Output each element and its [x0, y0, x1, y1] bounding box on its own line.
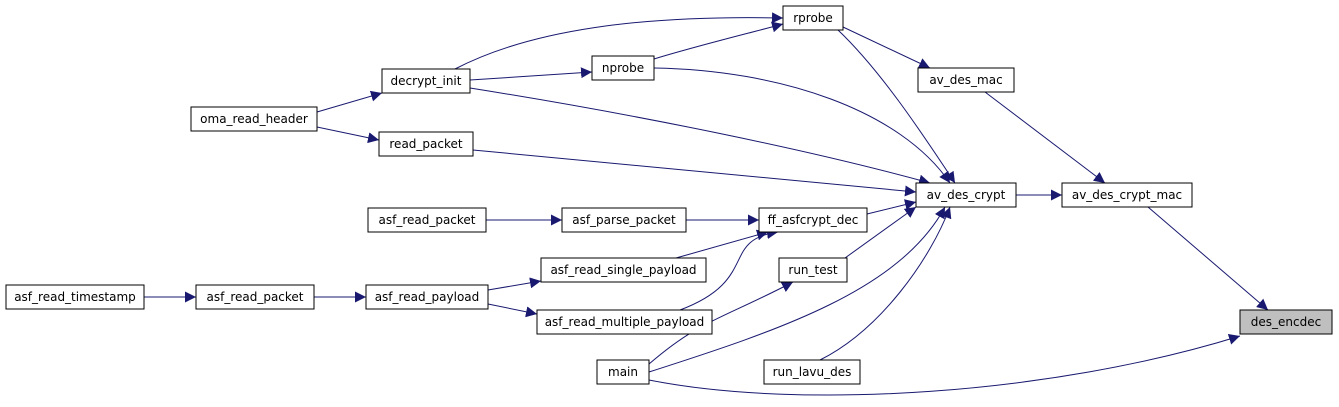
node-box-av_des_mac[interactable] — [917, 67, 1015, 93]
node-box-nprobe[interactable] — [591, 55, 655, 81]
node-box-oma_read_header[interactable] — [190, 106, 318, 132]
node-label-des_encdec: des_encdec — [1251, 315, 1321, 329]
edge-asf_read_multiple_payload-to-ff_asfcrypt_dec — [679, 228, 779, 311]
node-box-asf_read_payload[interactable] — [365, 284, 489, 310]
edge-av_des_mac-to-av_des_crypt_mac — [984, 91, 1106, 184]
node-box-asf_read_multiple_payload[interactable] — [536, 309, 713, 335]
edge-run_test-to-av_des_crypt — [844, 206, 917, 259]
edge-av_des_crypt_mac-to-des_encdec — [1147, 206, 1269, 311]
nodes-layer: rprobe av_des_mac nprobe decrypt_init oma_re… — [5, 5, 1333, 385]
node-label-av_des_mac: av_des_mac — [929, 73, 1002, 87]
node-label-rprobe: rprobe — [793, 11, 833, 25]
node-box-asf_read_packet_top[interactable] — [367, 207, 487, 233]
node-label-av_des_crypt: av_des_crypt — [927, 188, 1006, 202]
node-label-av_des_crypt_mac: av_des_crypt_mac — [1072, 188, 1182, 202]
node-box-des_encdec[interactable] — [1239, 309, 1333, 335]
node-run_lavu_des[interactable]: run_lavu_des — [763, 359, 861, 385]
node-box-asf_read_single_payload[interactable] — [540, 257, 707, 283]
node-asf_read_payload[interactable]: asf_read_payload — [365, 284, 489, 310]
node-label-asf_read_packet_mid: asf_read_packet — [206, 290, 303, 304]
edge-rprobe-to-av_des_mac — [842, 26, 931, 69]
node-label-ff_asfcrypt_dec: ff_asfcrypt_dec — [768, 213, 859, 227]
node-decrypt_init[interactable]: decrypt_init — [381, 68, 471, 94]
node-box-asf_parse_packet[interactable] — [561, 207, 687, 233]
node-box-asf_read_packet_mid[interactable] — [195, 284, 315, 310]
node-run_test[interactable]: run_test — [778, 257, 848, 283]
edge-read_packet-to-av_des_crypt — [472, 149, 917, 197]
edge-run_lavu_des-to-av_des_crypt — [819, 206, 952, 361]
node-asf_read_timestamp[interactable]: asf_read_timestamp — [5, 284, 145, 310]
node-av_des_crypt_mac[interactable]: av_des_crypt_mac — [1061, 182, 1193, 208]
node-box-asf_read_timestamp[interactable] — [5, 284, 145, 310]
node-label-asf_read_packet_top: asf_read_packet — [378, 213, 475, 227]
node-nprobe[interactable]: nprobe — [591, 55, 655, 81]
node-av_des_crypt[interactable]: av_des_crypt — [915, 182, 1017, 208]
node-label-asf_read_single_payload: asf_read_single_payload — [550, 263, 696, 277]
node-label-run_lavu_des: run_lavu_des — [773, 365, 852, 379]
node-ff_asfcrypt_dec[interactable]: ff_asfcrypt_dec — [758, 207, 868, 233]
edge-decrypt_init-to-av_des_crypt — [469, 87, 931, 186]
node-box-rprobe[interactable] — [782, 5, 844, 31]
node-des_encdec[interactable]: des_encdec — [1239, 309, 1333, 335]
node-asf_parse_packet[interactable]: asf_parse_packet — [561, 207, 687, 233]
node-box-ff_asfcrypt_dec[interactable] — [758, 207, 868, 233]
node-box-main[interactable] — [596, 359, 650, 385]
edge-oma_read_header-to-decrypt_init — [316, 90, 383, 113]
node-asf_read_packet_top[interactable]: asf_read_packet — [367, 207, 487, 233]
node-label-asf_read_multiple_payload: asf_read_multiple_payload — [545, 315, 705, 329]
node-label-asf_read_payload: asf_read_payload — [375, 290, 480, 304]
edge-ff_asfcrypt_dec-to-av_des_crypt — [866, 199, 917, 215]
edge-main-to-des_encdec — [648, 334, 1241, 396]
node-box-run_lavu_des[interactable] — [763, 359, 861, 385]
node-rprobe[interactable]: rprobe — [782, 5, 844, 31]
edges-layer — [144, 12, 1269, 396]
node-label-oma_read_header: oma_read_header — [200, 112, 308, 126]
node-av_des_mac[interactable]: av_des_mac — [917, 67, 1015, 93]
node-asf_read_packet_mid[interactable]: asf_read_packet — [195, 284, 315, 310]
node-read_packet[interactable]: read_packet — [378, 131, 474, 157]
node-label-decrypt_init: decrypt_init — [391, 74, 462, 88]
node-label-asf_parse_packet: asf_parse_packet — [572, 213, 676, 227]
edge-decrypt_init-to-rprobe — [454, 12, 784, 70]
node-label-main: main — [608, 365, 638, 379]
node-box-decrypt_init[interactable] — [381, 68, 471, 94]
node-label-run_test: run_test — [788, 263, 837, 277]
edge-nprobe-to-rprobe — [653, 21, 784, 60]
edge-asf_read_payload-to-asf_read_single_payload — [487, 277, 542, 291]
node-label-nprobe: nprobe — [602, 61, 644, 75]
edge-asf_read_single_payload-to-ff_asfcrypt_dec — [675, 229, 769, 259]
node-main[interactable]: main — [596, 359, 650, 385]
edge-oma_read_header-to-read_packet — [316, 126, 380, 144]
edge-main-to-run_test — [648, 281, 794, 365]
node-box-av_des_crypt_mac[interactable] — [1061, 182, 1193, 208]
node-box-av_des_crypt[interactable] — [915, 182, 1017, 208]
node-box-run_test[interactable] — [778, 257, 848, 283]
edge-rprobe-to-av_des_crypt — [837, 29, 956, 184]
edge-asf_read_payload-to-asf_read_multiple_payload — [487, 303, 538, 318]
node-label-read_packet: read_packet — [389, 137, 462, 151]
node-oma_read_header[interactable]: oma_read_header — [190, 106, 318, 132]
edge-decrypt_init-to-nprobe — [469, 67, 593, 81]
edge-nprobe-to-av_des_crypt — [653, 67, 951, 184]
node-box-read_packet[interactable] — [378, 131, 474, 157]
edge-main-to-av_des_crypt — [648, 206, 946, 373]
node-asf_read_single_payload[interactable]: asf_read_single_payload — [540, 257, 707, 283]
node-asf_read_multiple_payload[interactable]: asf_read_multiple_payload — [536, 309, 713, 335]
node-label-asf_read_timestamp: asf_read_timestamp — [14, 290, 136, 304]
